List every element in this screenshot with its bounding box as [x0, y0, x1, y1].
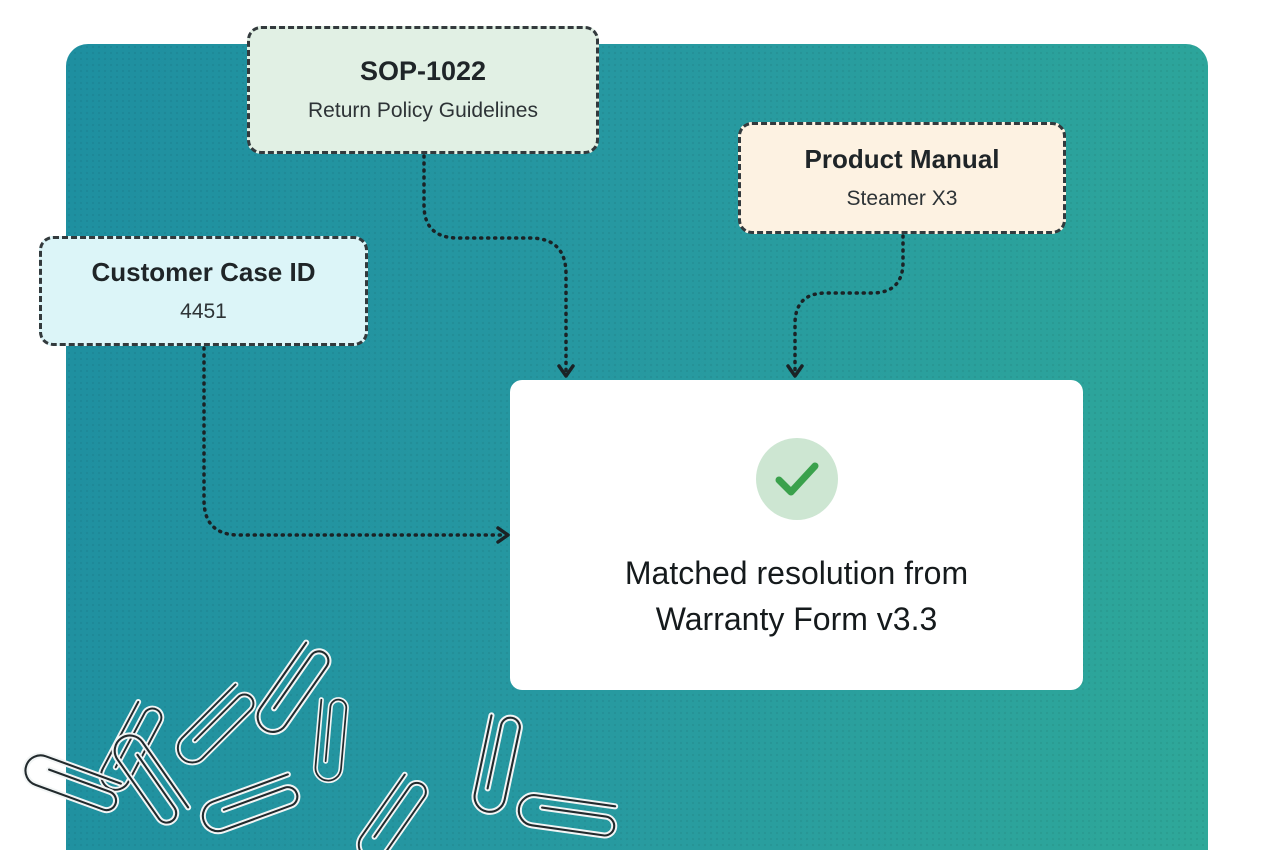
paperclip-icon: [353, 773, 429, 850]
paperclip-icon: [172, 683, 257, 768]
arrowhead-manual: [786, 364, 804, 378]
result-card: Matched resolution from Warranty Form v3…: [510, 380, 1083, 690]
arrow-case-to-result: [202, 346, 504, 537]
arrowhead-sop: [557, 364, 575, 378]
paperclip-icon: [472, 714, 522, 815]
customer-case-card: Customer Case ID 4451: [39, 236, 368, 346]
result-text: Matched resolution from Warranty Form v3…: [624, 555, 969, 637]
checkmark-icon: [755, 438, 838, 520]
product-manual-title: Product Manual: [804, 144, 1000, 174]
arrow-sop-to-result: [422, 154, 568, 374]
customer-case-title: Customer Case ID: [91, 257, 316, 287]
product-manual-card: Product Manual Steamer X3: [738, 122, 1066, 234]
arrowhead-case: [496, 526, 510, 544]
sop-title: SOP-1022: [359, 56, 487, 86]
paperclip-icon: [314, 698, 347, 782]
sop-card: SOP-1022 Return Policy Guidelines: [247, 26, 599, 154]
arrow-manual-to-result: [793, 234, 905, 374]
customer-case-id: 4451: [180, 300, 227, 323]
paperclip-icon: [517, 793, 617, 837]
product-manual-subtitle: Steamer X3: [846, 187, 958, 210]
checkmark-glyph: [775, 462, 818, 496]
sop-subtitle: Return Policy Guidelines: [308, 99, 538, 122]
paperclip-icon: [199, 774, 300, 836]
